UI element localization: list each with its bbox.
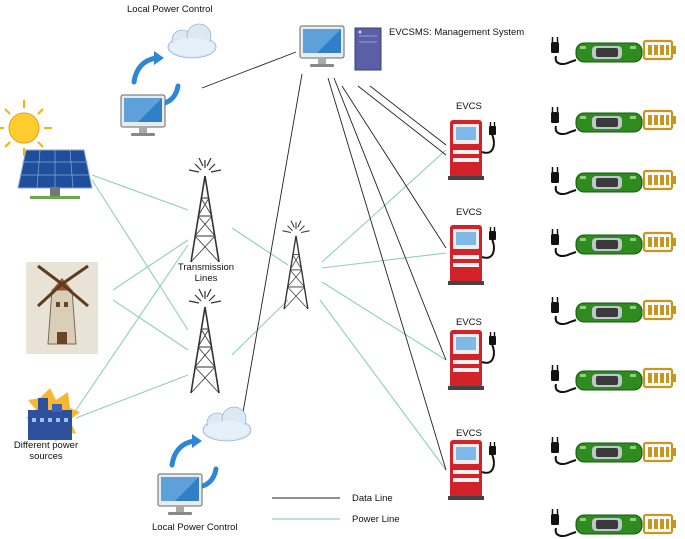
battery-icon-8 — [642, 513, 678, 535]
car-icon-4 — [550, 228, 643, 257]
label-different-power-sources: Different power sources — [13, 440, 79, 462]
label-evcsms: EVCSMS: Management System — [389, 27, 525, 38]
server-icon — [354, 27, 382, 71]
charger-icon-3 — [447, 329, 497, 391]
battery-icon-5 — [642, 299, 678, 321]
label-local-power-control-bottom: Local Power Control — [152, 522, 238, 533]
label-evcs-2: EVCS — [456, 207, 482, 218]
tower-icon-2 — [188, 288, 222, 394]
solar-panel-icon — [17, 149, 93, 199]
tower-icon-1 — [188, 157, 222, 263]
car-icon-7 — [550, 436, 643, 465]
battery-icon-2 — [642, 109, 678, 131]
power-lines — [75, 149, 447, 471]
car-icon-3 — [550, 166, 643, 195]
legend — [272, 497, 340, 520]
label-evcs-1: EVCS — [456, 101, 482, 112]
car-icon-2 — [550, 106, 643, 135]
car-icon-5 — [550, 296, 643, 325]
car-icon-6 — [550, 364, 643, 393]
computer-icon-bottom — [157, 473, 203, 516]
battery-icon-4 — [642, 231, 678, 253]
cloud-icon-bottom — [202, 406, 252, 442]
management-computer-icon — [299, 25, 345, 68]
car-icon-8 — [550, 508, 643, 537]
computer-icon-top — [120, 94, 166, 137]
label-transmission-lines: Transmission Lines — [177, 262, 235, 284]
data-lines — [201, 51, 447, 471]
factory-icon — [26, 388, 80, 442]
charger-icon-2 — [447, 224, 497, 286]
label-evcs-4: EVCS — [456, 428, 482, 439]
legend-power-line-label: Power Line — [352, 514, 400, 525]
battery-icon-7 — [642, 441, 678, 463]
label-evcs-3: EVCS — [456, 317, 482, 328]
battery-icon-3 — [642, 169, 678, 191]
legend-data-line-label: Data Line — [352, 493, 393, 504]
label-local-power-control-top: Local Power Control — [127, 4, 213, 15]
car-icon-1 — [550, 36, 643, 65]
sun-icon — [0, 100, 52, 156]
cloud-icon-top — [167, 23, 217, 59]
charger-icon-4 — [447, 439, 497, 501]
charger-icon-1 — [447, 119, 497, 181]
battery-icon-1 — [642, 39, 678, 61]
battery-icon-6 — [642, 367, 678, 389]
windmill-icon — [26, 262, 98, 354]
tower-icon-3 — [281, 219, 311, 310]
